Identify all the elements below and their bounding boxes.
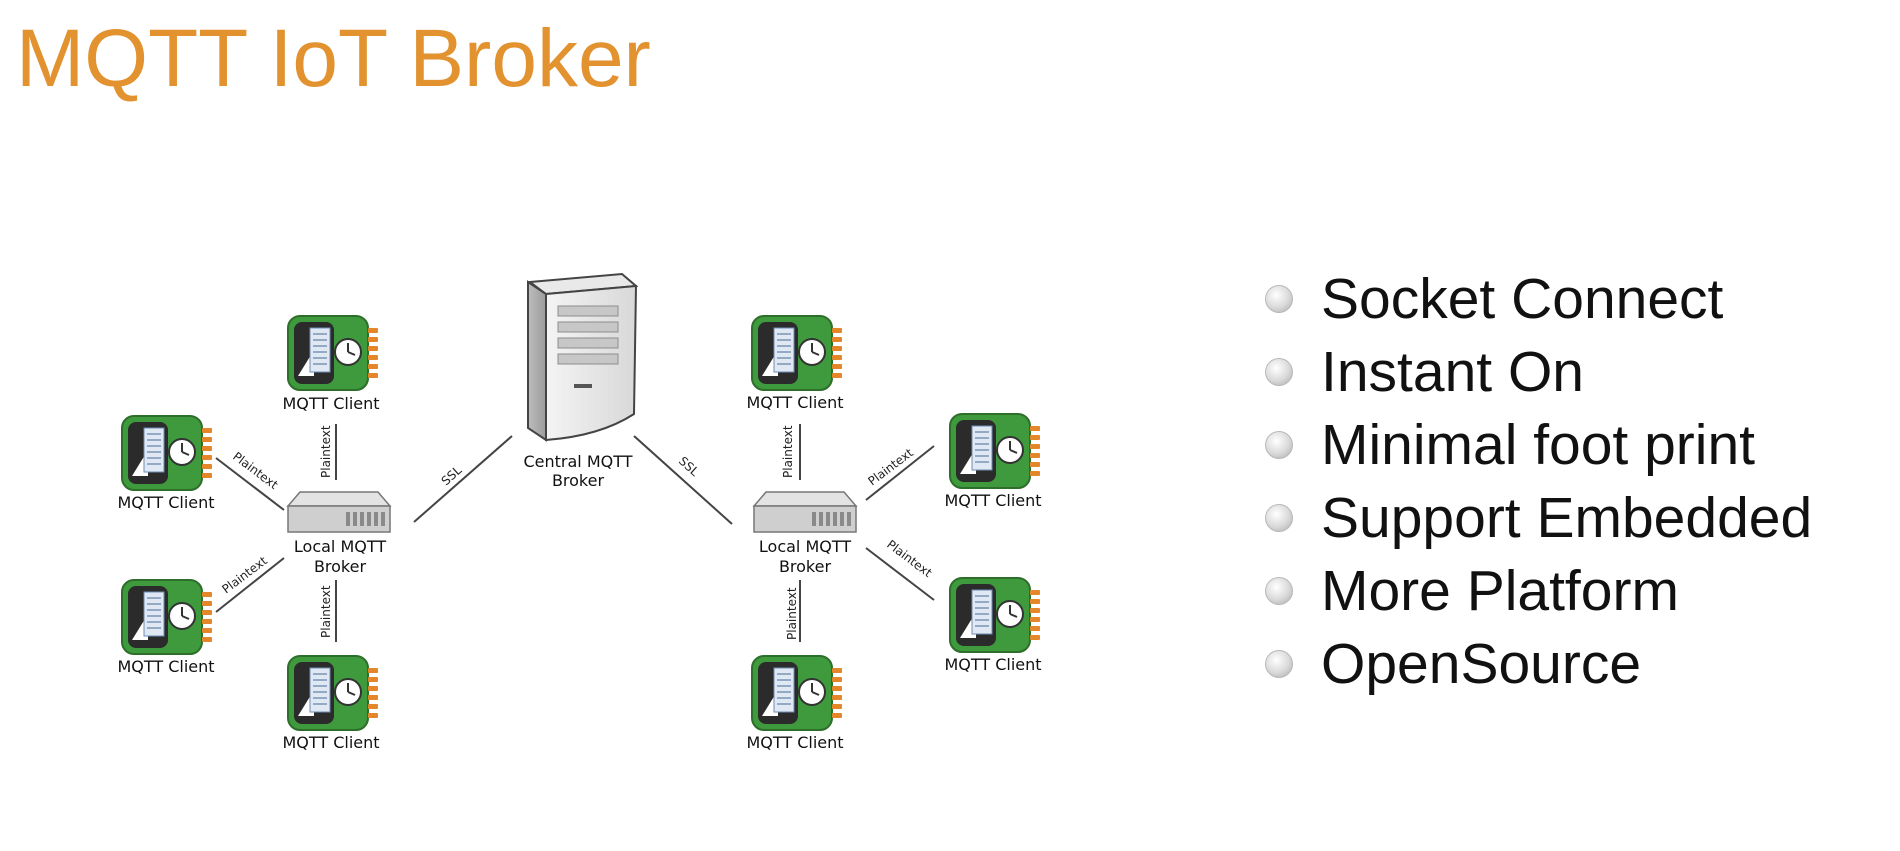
mqtt-client: MQTT Client: [944, 413, 1042, 510]
mqtt-client: MQTT Client: [944, 577, 1042, 674]
client-label: MQTT Client: [944, 655, 1041, 674]
mqtt-client: MQTT Client: [117, 415, 215, 512]
edge-right-local-lower-right-client: [865, 547, 935, 601]
local-broker-label-line1: Local MQTT: [759, 537, 851, 556]
bullet-icon: [1265, 284, 1293, 313]
edge-label-plaintext: Plaintext: [319, 585, 333, 638]
feature-text: Instant On: [1321, 339, 1584, 404]
central-broker: Central MQTT Broker: [523, 272, 639, 490]
iot-device-board-icon: [751, 315, 843, 391]
feature-item: More Platform: [1265, 554, 1812, 627]
edge-label-plaintext: Plaintext: [781, 425, 795, 478]
mqtt-client: MQTT Client: [746, 655, 844, 752]
feature-item: Socket Connect: [1265, 262, 1812, 335]
client-label: MQTT Client: [282, 394, 379, 413]
edge-left-local-lower-left-client: [215, 557, 285, 613]
feature-item: Support Embedded: [1265, 481, 1812, 554]
feature-item: Instant On: [1265, 335, 1812, 408]
mqtt-client: MQTT Client: [117, 579, 215, 676]
edge-left-local-to-central: [413, 435, 513, 523]
feature-item: OpenSource: [1265, 627, 1812, 700]
client-label: MQTT Client: [746, 733, 843, 752]
mqtt-client: MQTT Client: [282, 315, 380, 413]
local-broker-left: Local MQTT Broker: [287, 491, 391, 576]
iot-device-board-icon: [287, 315, 379, 391]
client-label: MQTT Client: [282, 733, 379, 752]
client-label: MQTT Client: [746, 393, 843, 412]
slide-title: MQTT IoT Broker: [16, 13, 651, 104]
bullet-icon: [1265, 430, 1293, 459]
iot-device-board-icon: [287, 655, 379, 731]
network-switch-icon: [287, 491, 391, 533]
iot-device-board-icon: [121, 579, 213, 655]
edge-label-plaintext: Plaintext: [884, 537, 935, 580]
bullet-icon: [1265, 357, 1293, 386]
iot-device-board-icon: [121, 415, 213, 491]
central-broker-label-line1: Central MQTT: [523, 452, 632, 471]
server-tower-icon: [527, 272, 639, 442]
mqtt-client: MQTT Client: [282, 655, 380, 752]
edge-left-local-upper-left-client: [215, 457, 285, 511]
bullet-icon: [1265, 649, 1293, 678]
mqtt-client: MQTT Client: [746, 315, 844, 412]
feature-text: Socket Connect: [1321, 266, 1724, 331]
iot-device-board-icon: [751, 655, 843, 731]
network-switch-icon: [753, 491, 857, 533]
central-broker-label-line2: Broker: [552, 471, 605, 490]
edge-right-local-upper-right-client: [865, 445, 935, 501]
edge-label-plaintext: Plaintext: [785, 587, 799, 640]
edge-label-plaintext: Plaintext: [319, 425, 333, 478]
iot-device-board-icon: [949, 413, 1041, 489]
iot-device-board-icon: [949, 577, 1041, 653]
feature-list: Socket Connect Instant On Minimal foot p…: [1265, 262, 1812, 700]
edge-label-ssl-right: SSL: [676, 454, 702, 479]
local-broker-right: Local MQTT Broker: [753, 491, 857, 576]
feature-text: OpenSource: [1321, 631, 1642, 696]
feature-text: Minimal foot print: [1321, 412, 1755, 477]
local-broker-label-line1: Local MQTT: [294, 537, 386, 556]
client-label: MQTT Client: [117, 493, 214, 512]
feature-item: Minimal foot print: [1265, 408, 1812, 481]
feature-text: More Platform: [1321, 558, 1679, 623]
local-broker-label-line2: Broker: [314, 557, 367, 576]
edge-label-plaintext: Plaintext: [230, 449, 281, 492]
edges: [215, 424, 935, 642]
edge-label-ssl-left: SSL: [439, 463, 465, 488]
bullet-icon: [1265, 503, 1293, 532]
client-label: MQTT Client: [117, 657, 214, 676]
edge-central-to-right-local: [633, 435, 733, 525]
client-label: MQTT Client: [944, 491, 1041, 510]
feature-text: Support Embedded: [1321, 485, 1813, 550]
local-broker-label-line2: Broker: [779, 557, 832, 576]
bullet-icon: [1265, 576, 1293, 605]
